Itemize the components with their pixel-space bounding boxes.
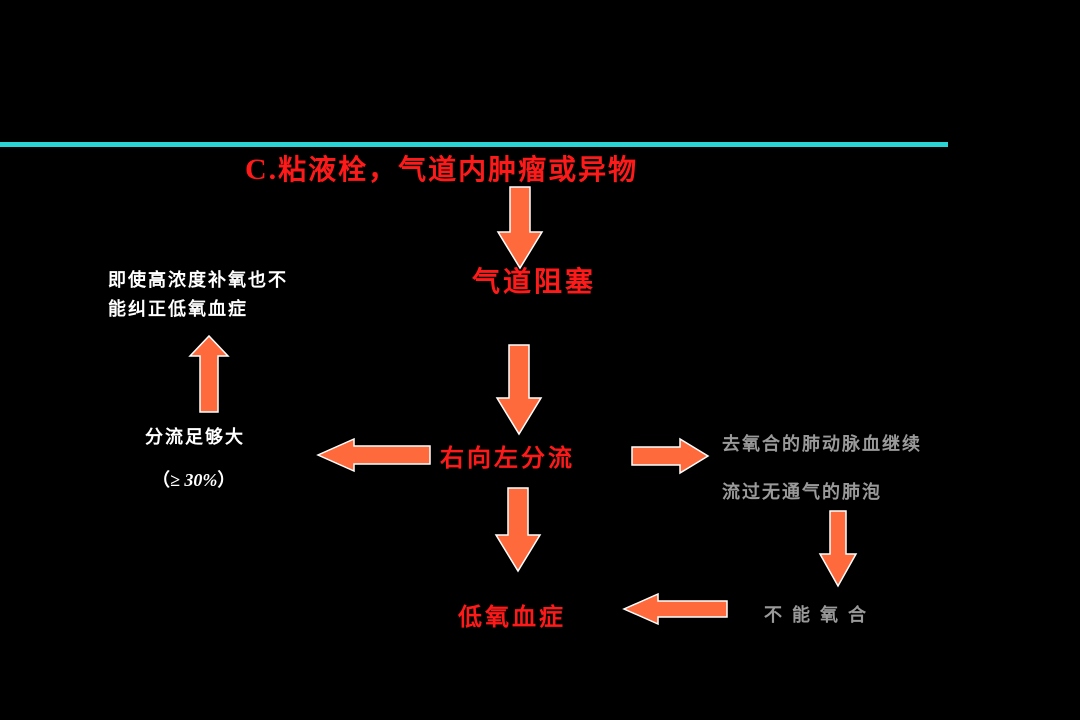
threshold-open-paren: （: [152, 470, 170, 491]
node-oxygen-uncorrectable: 即使高浓度补氧也不 能纠正低氧血症: [108, 266, 288, 324]
arrow-up-large-to-uncorrectable: [188, 334, 230, 413]
title-text: 粘液栓，气道内肿瘤或异物: [278, 153, 639, 186]
arrow-down-obstruction-to-shunt: [495, 344, 543, 436]
threshold-close-paren: ）: [217, 470, 236, 491]
oxygen-uncorrectable-line1: 即使高浓度补氧也不: [108, 270, 288, 291]
node-shunt-large: 分流足够大: [145, 427, 245, 448]
arrow-right-shunt-to-deoxygenated: [631, 437, 710, 475]
oxygen-uncorrectable-line2: 能纠正低氧血症: [108, 299, 248, 320]
arrow-down-title-to-obstruction: [496, 186, 544, 270]
node-no-oxygenation: 不能氧合: [764, 605, 876, 626]
node-deoxygenated-blood: 去氧合的肺动脉血继续 流过无通气的肺泡: [722, 421, 922, 517]
node-hypoxemia: 低氧血症: [458, 603, 566, 631]
title-prefix: C.: [245, 153, 279, 186]
threshold-value: ≥ 30%: [170, 470, 218, 490]
arrow-down-deoxygenated-to-no-oxygenation: [818, 510, 858, 588]
arrow-left-no-oxygenation-to-hypoxemia: [622, 592, 728, 626]
diagram-title: C.粘液栓，气道内肿瘤或异物: [245, 148, 638, 188]
node-right-to-left-shunt: 右向左分流: [440, 444, 575, 472]
header-divider: [0, 142, 948, 147]
node-airway-obstruction: 气道阻塞: [472, 265, 597, 298]
deoxygenated-blood-line1: 去氧合的肺动脉血继续: [722, 434, 922, 455]
node-shunt-threshold: （≥ 30%）: [152, 466, 235, 492]
arrow-left-shunt-to-large: [316, 437, 431, 473]
arrow-down-shunt-to-hypoxemia: [494, 487, 542, 573]
deoxygenated-blood-line2: 流过无通气的肺泡: [722, 482, 882, 503]
